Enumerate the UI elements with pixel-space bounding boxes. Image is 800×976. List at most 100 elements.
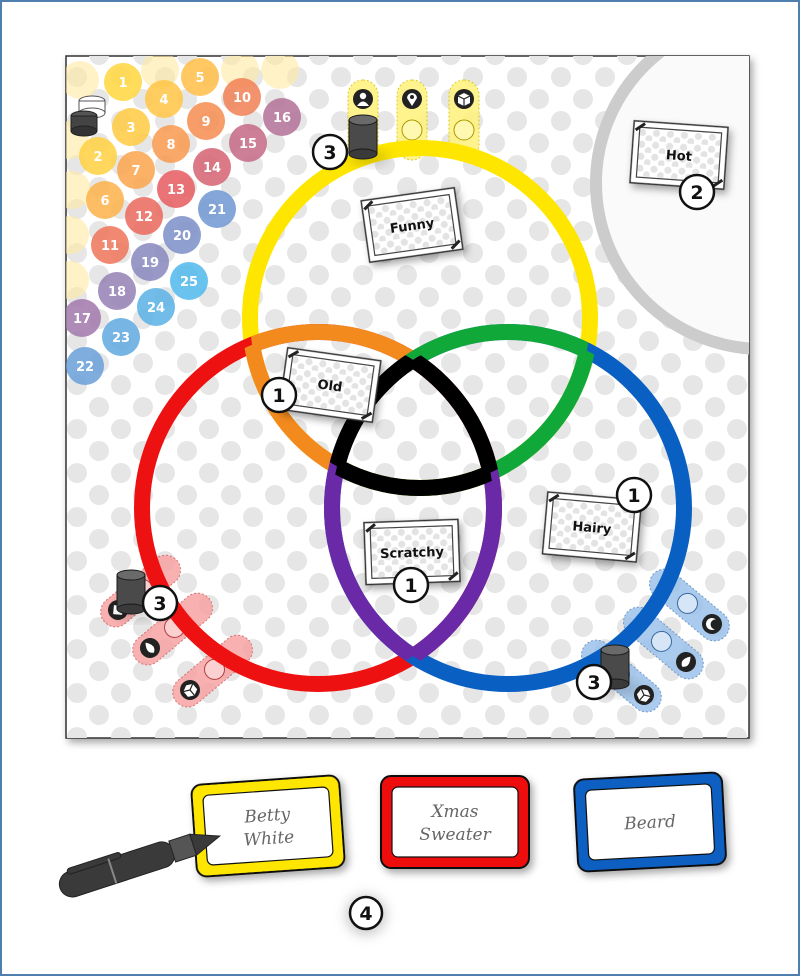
card-count-scratchy: 1: [392, 566, 430, 604]
stack-count: 3: [153, 593, 166, 615]
drop-icon: [676, 652, 696, 672]
score-space: 20: [163, 216, 201, 254]
score-number: 17: [73, 312, 91, 327]
score-number: 3: [126, 121, 135, 136]
count-number: 1: [272, 385, 285, 407]
score-number: 6: [100, 194, 109, 209]
pen-icon: [58, 833, 222, 898]
stack-count: 3: [587, 672, 600, 694]
score-number: 14: [203, 161, 221, 176]
location-pin-icon: [402, 89, 422, 109]
score-space: 17: [66, 299, 101, 337]
score-number: 1: [118, 76, 127, 91]
step-marker: 4: [346, 895, 386, 935]
card-count-hot: 2: [678, 173, 716, 211]
score-space: 2: [79, 137, 117, 175]
score-number: 10: [233, 91, 251, 106]
score-space: 5: [181, 58, 219, 96]
score-number: 25: [180, 275, 198, 290]
score-number: 16: [273, 111, 291, 126]
score-space: 14: [193, 148, 231, 186]
score-space: 11: [91, 226, 129, 264]
score-space: 18: [98, 272, 136, 310]
red-token-stack[interactable]: 3: [116, 569, 179, 622]
score-space: 15: [229, 124, 267, 162]
score-number: 19: [141, 256, 159, 271]
venn-rings: [134, 140, 692, 692]
card-funny[interactable]: Funny: [360, 186, 464, 264]
score-number: 2: [93, 150, 102, 165]
clue-text: Beard: [623, 812, 677, 835]
score-space: 12: [125, 197, 163, 235]
score-number: 13: [167, 183, 185, 198]
score-space: 3: [112, 108, 150, 146]
score-number: 21: [208, 203, 226, 218]
step-number: 4: [359, 903, 372, 925]
clue-text: Sweater: [419, 825, 491, 845]
card-label: Hot: [665, 148, 692, 165]
score-number: 4: [159, 93, 168, 108]
score-number: 5: [195, 71, 204, 86]
count-number: 1: [404, 575, 417, 597]
card-label: Funny: [389, 216, 436, 237]
score-space: 8: [152, 125, 190, 163]
card-count-hairy: 1: [615, 476, 653, 514]
score-number: 7: [131, 164, 140, 179]
score-number: 24: [147, 301, 165, 316]
card-count-old: 1: [260, 376, 298, 414]
score-space: 24: [137, 288, 175, 326]
game-board: 1234567891011121314151617181920212223242…: [65, 55, 750, 739]
score-number: 8: [166, 138, 175, 153]
count-number: 1: [627, 485, 640, 507]
score-space: 1: [104, 63, 142, 101]
yellow-track-slot: [448, 79, 480, 161]
card-scratchy[interactable]: Scratchy: [363, 518, 461, 586]
clue-card-blue[interactable]: Beard: [573, 771, 727, 873]
clue-text: Betty: [243, 804, 291, 827]
card-label: Hairy: [572, 519, 613, 537]
score-number: 11: [101, 239, 119, 254]
score-track: 1234567891011121314151617181920212223242…: [66, 56, 301, 385]
card-label: Scratchy: [380, 545, 445, 562]
cube-icon: [454, 89, 474, 109]
token-stacks: 3 3 3: [116, 114, 641, 701]
stack-count: 3: [323, 142, 336, 164]
score-space: 6: [86, 181, 124, 219]
card-label: Old: [316, 377, 343, 395]
score-number: 18: [108, 285, 126, 300]
score-space: 10: [223, 78, 261, 116]
card-hot[interactable]: Hot: [629, 119, 729, 191]
yellow-token-stack[interactable]: 3: [311, 114, 389, 171]
blue-token-stack[interactable]: 3: [575, 644, 641, 701]
drop-icon: [140, 638, 160, 658]
score-space: 25: [170, 262, 208, 300]
score-space: 9: [187, 102, 225, 140]
score-space: 13: [157, 170, 195, 208]
card-hairy[interactable]: Hairy: [541, 491, 643, 563]
score-number: 23: [112, 331, 130, 346]
score-tokens: [70, 95, 106, 137]
score-number: 9: [201, 115, 210, 130]
score-number: 12: [135, 210, 153, 225]
score-space: 7: [117, 151, 155, 189]
score-space: 22: [66, 347, 104, 385]
score-space: 19: [131, 243, 169, 281]
person-icon: [353, 89, 373, 109]
moon-icon: [702, 614, 722, 634]
score-number: 15: [239, 137, 257, 152]
score-number: 22: [76, 360, 94, 375]
score-space: 16: [263, 98, 301, 136]
score-number: 20: [173, 229, 191, 244]
yellow-track-slot: [396, 79, 428, 161]
card-old[interactable]: Old: [278, 346, 382, 424]
count-number: 2: [690, 182, 703, 204]
score-space: 21: [198, 190, 236, 228]
score-space: 4: [145, 80, 183, 118]
cubes-icon: [180, 680, 200, 700]
clue-text: White: [243, 827, 295, 850]
